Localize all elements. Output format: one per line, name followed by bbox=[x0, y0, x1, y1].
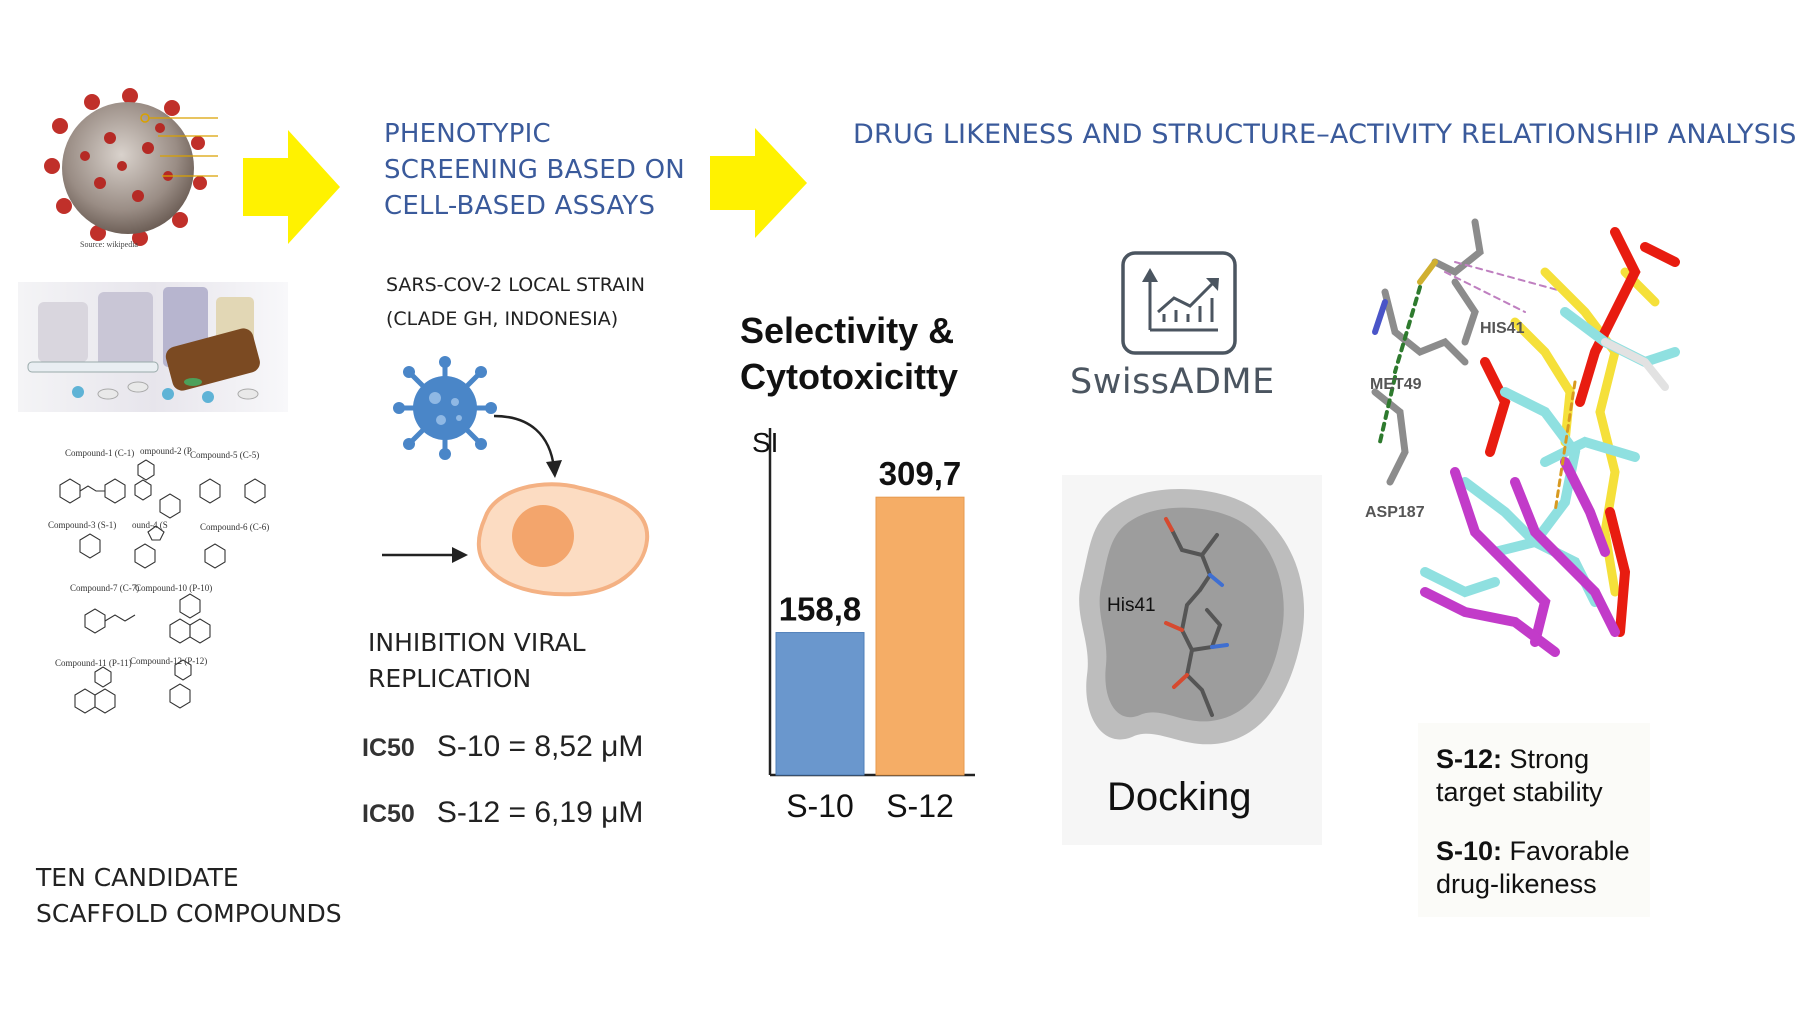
result-s12-text: Strong bbox=[1502, 744, 1590, 774]
residue-label-met49: MET49 bbox=[1370, 376, 1422, 393]
docking-residue-label: His41 bbox=[1107, 595, 1156, 616]
ic50-value: S-12 = 6,19 μM bbox=[436, 796, 644, 829]
compound-label: Compound-11 (P-11) bbox=[55, 658, 132, 668]
strain-line2: (CLADE GH, INDONESIA) bbox=[386, 308, 619, 330]
ic50-value: S-10 = 8,52 μM bbox=[436, 730, 644, 763]
step2-title: PHENOTYPIC SCREENING BASED ON CELL-BASED… bbox=[384, 116, 685, 224]
step2-title-line2: SCREENING BASED ON bbox=[384, 155, 685, 185]
flow-arrow-icon bbox=[243, 130, 340, 244]
step2-title-line1: PHENOTYPIC bbox=[384, 119, 551, 149]
inhibition-line1: INHIBITION VIRAL bbox=[368, 628, 586, 657]
docking-label: Docking bbox=[1107, 775, 1252, 819]
flow-arrow-icon bbox=[710, 128, 807, 238]
compound-label: Compound-3 (S-1) bbox=[48, 520, 117, 530]
inhibition-line2: REPLICATION bbox=[368, 664, 532, 693]
compound-label: Compound-5 (C-5) bbox=[190, 450, 260, 460]
step4-title: DRUG LIKENESS AND STRUCTURE–ACTIVITY REL… bbox=[853, 119, 1797, 150]
compound-label: Compound-7 (C-7) bbox=[70, 583, 140, 593]
ic50-label: IC50 bbox=[362, 800, 415, 828]
strain-label: SARS-COV-2 LOCAL STRAIN (CLADE GH, INDON… bbox=[386, 268, 645, 336]
result-s10-compound: S-10: bbox=[1436, 836, 1503, 866]
result-s10-line2: drug-likeness bbox=[1436, 869, 1597, 899]
curved-arrow-icon bbox=[493, 414, 562, 478]
docking-panel: His41 Docking bbox=[1062, 475, 1322, 845]
swissadme-label: SwissADME bbox=[1070, 362, 1275, 402]
compound-structures: Compound-1 (C-1) ompound-2 (P Compound-5… bbox=[40, 440, 290, 730]
protein-ligand-render: HIS41 MET49 ASP187 bbox=[1365, 212, 1695, 712]
step1-label: TEN CANDIDATE SCAFFOLD COMPOUNDS bbox=[36, 860, 342, 932]
coronavirus-image: Source: wikipedia bbox=[40, 88, 220, 253]
step2-title-line3: CELL-BASED ASSAYS bbox=[384, 191, 656, 221]
compound-label: ound-4 (S bbox=[132, 520, 168, 530]
chart-title: Selectivity & Cytotoxicitty bbox=[740, 308, 958, 400]
compound-label: Compound-10 (P-10) bbox=[135, 583, 213, 593]
cell-icon bbox=[476, 482, 650, 597]
bar-value-label: 158,8 bbox=[779, 591, 862, 628]
inhibition-label: INHIBITION VIRAL REPLICATION bbox=[368, 625, 586, 697]
bar-value-label: 309,7 bbox=[879, 455, 962, 492]
result-s10: S-10: Favorable bbox=[1436, 835, 1650, 868]
compound-label: ompound-2 (P bbox=[140, 446, 192, 456]
ic50-row-s10: IC50 S-10 = 8,52 μM bbox=[362, 730, 643, 764]
bar-s-12 bbox=[875, 496, 965, 776]
result-s12-compound: S-12: bbox=[1436, 744, 1503, 774]
ic50-label: IC50 bbox=[362, 734, 415, 762]
compound-label: Compound-1 (C-1) bbox=[65, 448, 135, 458]
medicine-photo bbox=[18, 282, 288, 412]
compound-label: Compound-12 (P-12) bbox=[130, 656, 208, 666]
straight-arrow-icon bbox=[382, 547, 468, 563]
compound-label: Compound-6 (C-6) bbox=[200, 522, 270, 532]
step1-label-line1: TEN CANDIDATE bbox=[36, 863, 239, 892]
virus-icon bbox=[393, 356, 497, 460]
result-s12: S-12: Strong bbox=[1436, 743, 1650, 776]
residue-label-his41: HIS41 bbox=[1480, 320, 1525, 337]
chart-title-line2: Cytotoxicitty bbox=[740, 356, 959, 397]
ic50-row-s12: IC50 S-12 = 6,19 μM bbox=[362, 796, 643, 830]
category-label: S-12 bbox=[886, 788, 954, 824]
analytics-chart-icon bbox=[1121, 251, 1237, 355]
chart-title-line1: Selectivity & bbox=[740, 310, 955, 351]
si-bar-chart: SI 158,8S-10 309,7S-12 bbox=[752, 427, 975, 824]
bar-s-10 bbox=[775, 632, 865, 776]
image-caption: Source: wikipedia bbox=[80, 240, 138, 249]
results-box: S-12: Strong target stability S-10: Favo… bbox=[1418, 723, 1650, 917]
result-s10-text: Favorable bbox=[1502, 836, 1630, 866]
y-axis-label: SI bbox=[752, 427, 778, 458]
category-label: S-10 bbox=[786, 788, 854, 824]
strain-line1: SARS-COV-2 LOCAL STRAIN bbox=[386, 274, 645, 296]
result-s12-line2: target stability bbox=[1436, 777, 1603, 807]
step1-label-line2: SCAFFOLD COMPOUNDS bbox=[36, 899, 342, 928]
residue-label-asp187: ASP187 bbox=[1365, 504, 1425, 521]
